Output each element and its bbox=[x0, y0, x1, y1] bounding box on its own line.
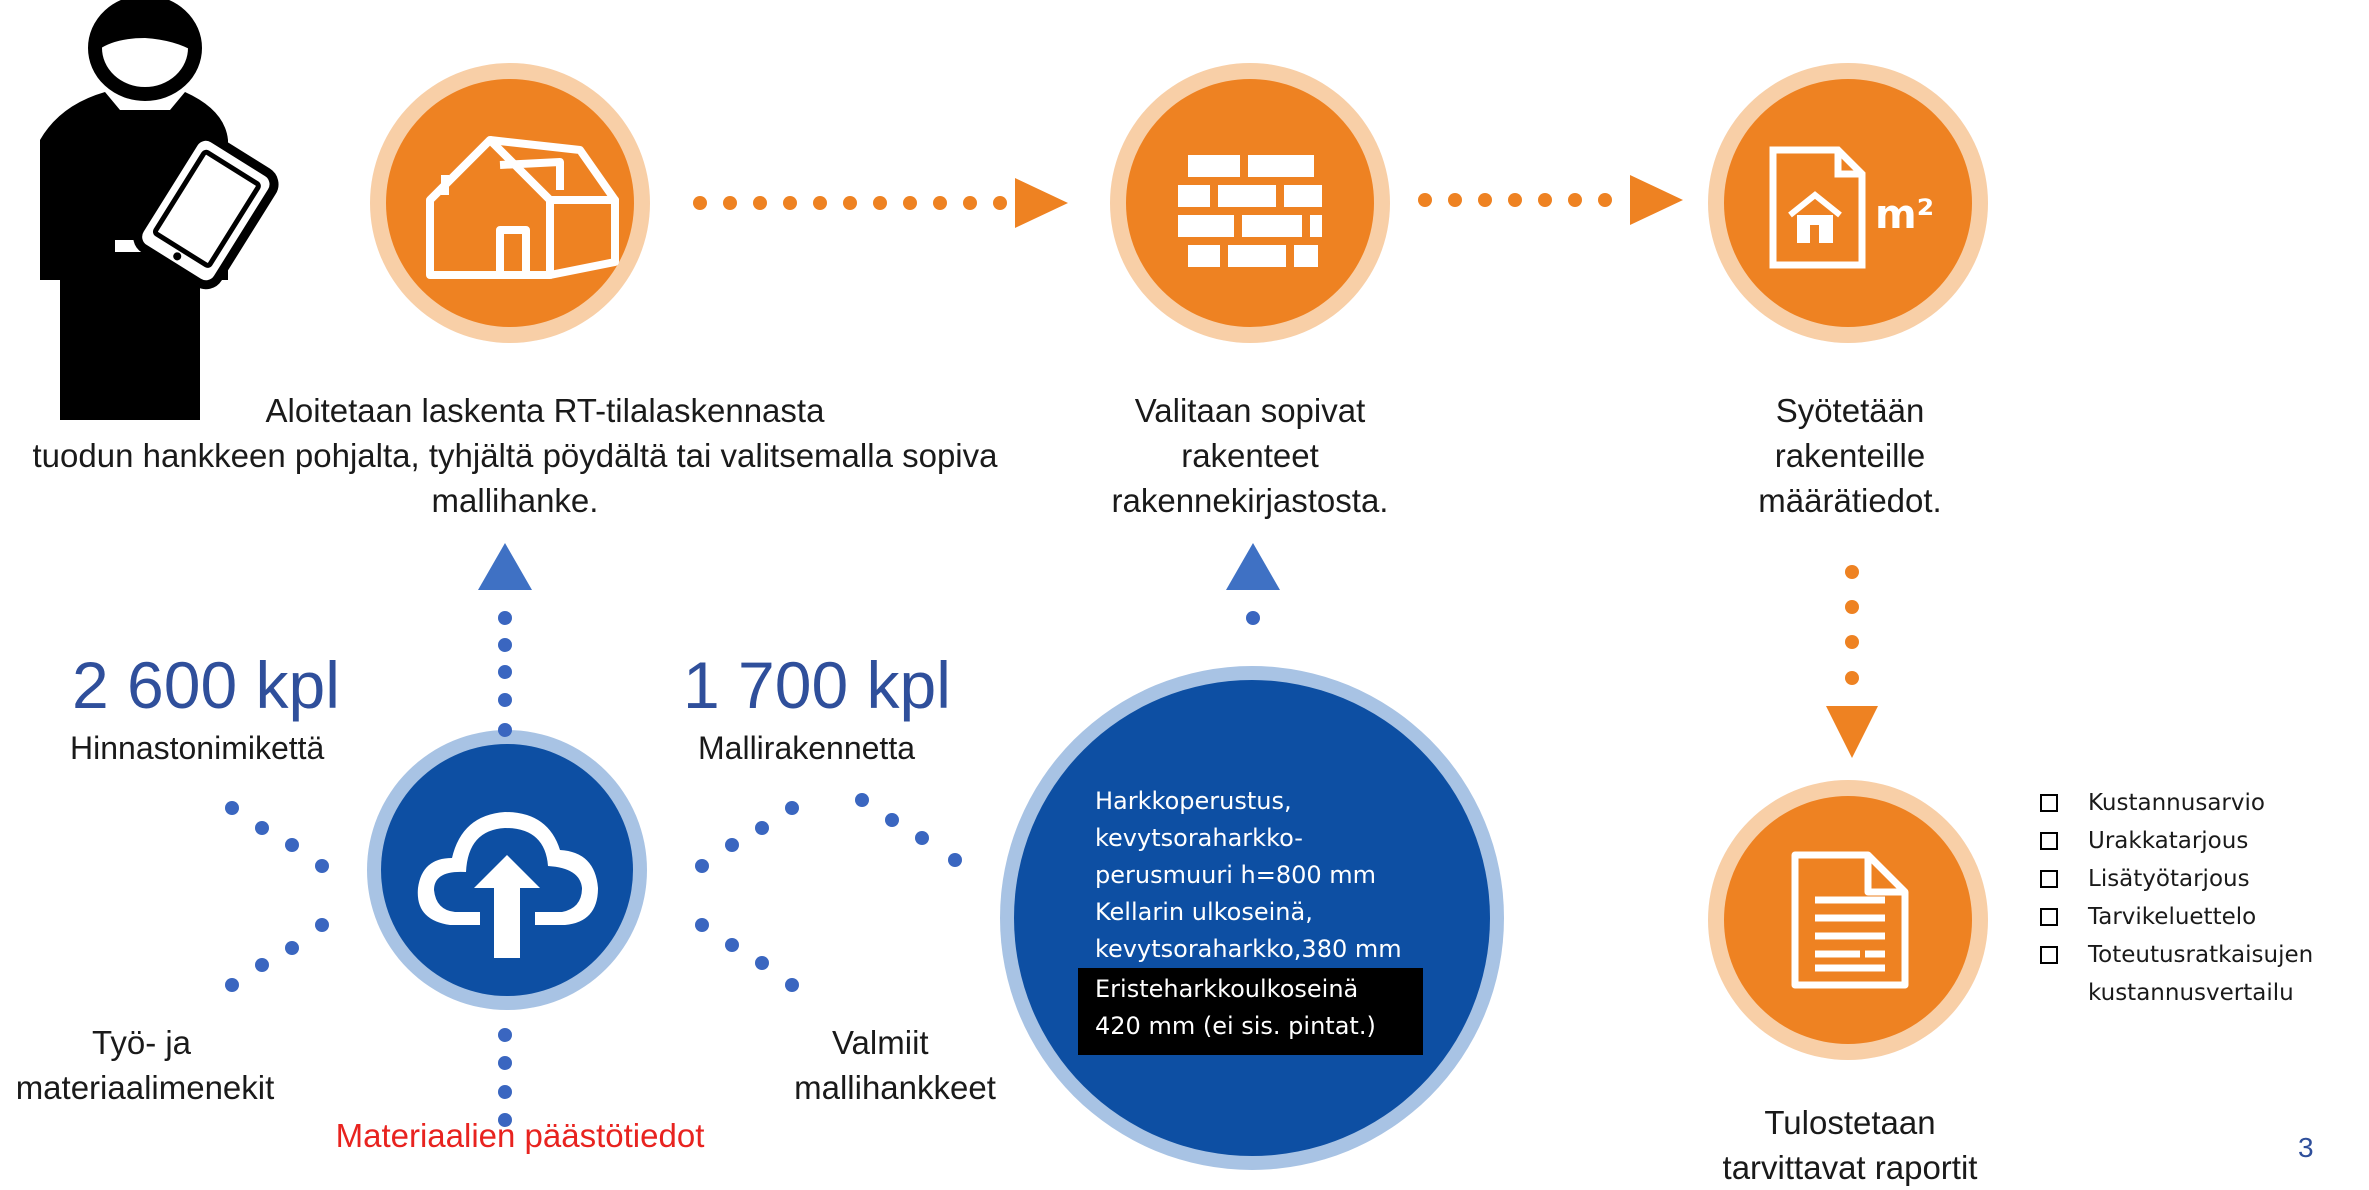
report-item-label: Toteutusratkaisujen bbox=[2088, 942, 2314, 968]
hub-bottom-label: Materiaalien päästötiedot bbox=[335, 1117, 705, 1154]
checkbox-icon bbox=[2040, 908, 2058, 926]
step4-report-circle bbox=[1708, 780, 1988, 1060]
structure-highlight-box bbox=[1078, 968, 1423, 1055]
step1-line-2: tuodun hankkeen pohjalta, tyhjältä pöydä… bbox=[32, 437, 998, 474]
hub-left-line-2: materiaalimenekit bbox=[15, 1069, 275, 1106]
step3-line-3: määrätiedot. bbox=[1758, 482, 1942, 519]
svg-text:m²: m² bbox=[1875, 192, 1934, 238]
step4-line-2: tarvittavat raportit bbox=[1722, 1149, 1978, 1186]
hub-spokes bbox=[225, 793, 962, 1127]
step2-line-2: rakenteet bbox=[1181, 437, 1319, 474]
area-document-icon: m² bbox=[1769, 146, 1934, 269]
checkbox-icon bbox=[2040, 832, 2058, 850]
step1-label: Aloitetaan laskenta RT-tilalaskennasta t… bbox=[0, 388, 1030, 523]
step2-line-1: Valitaan sopivat bbox=[1134, 392, 1366, 429]
arrow-step2-to-step3 bbox=[1418, 175, 1683, 225]
structure-highlight-line-2: 420 mm (ei sis. pintat.) bbox=[1095, 1012, 1376, 1040]
step1-line-1: Aloitetaan laskenta RT-tilalaskennasta bbox=[265, 392, 825, 429]
step3-area-circle: m² bbox=[1708, 63, 1988, 343]
stat1-label: Hinnastonimikettä bbox=[70, 730, 325, 766]
structure-highlight-text: Eristeharkkoulkoseinä 420 mm (ei sis. pi… bbox=[1095, 971, 1376, 1045]
house-icon bbox=[426, 136, 619, 279]
report-item-label: Urakkatarjous bbox=[2088, 828, 2249, 854]
step3-line-2: rakenteille bbox=[1774, 437, 1926, 474]
cloud-hub-circle bbox=[367, 730, 647, 1010]
report-item: Urakkatarjous bbox=[2040, 822, 2313, 860]
structure-highlight-line-1: Eristeharkkoulkoseinä bbox=[1095, 975, 1359, 1003]
report-item: Toteutusratkaisujen bbox=[2040, 936, 2313, 974]
hub-right-line-1: Valmiit bbox=[832, 1024, 929, 1061]
report-item-label: Kustannusarvio bbox=[2088, 790, 2265, 816]
step4-label: Tulostetaan tarvittavat raportit bbox=[1680, 1100, 2020, 1190]
checkbox-icon bbox=[2040, 794, 2058, 812]
structure-examples: Harkkoperustus, kevytsoraharkko- perusmu… bbox=[1095, 783, 1402, 968]
page-number: 3 bbox=[2298, 1132, 2314, 1163]
report-item-label: Lisätyötarjous bbox=[2088, 866, 2250, 892]
arrow-hub-to-step1 bbox=[478, 543, 532, 737]
structure-line-5: kevytsoraharkko,380 mm bbox=[1095, 935, 1402, 963]
report-document-icon bbox=[1791, 851, 1909, 989]
step4-line-1: Tulostetaan bbox=[1764, 1104, 1936, 1141]
cloud-upload-icon bbox=[417, 812, 598, 958]
report-item: Tarvikeluettelo bbox=[2040, 898, 2313, 936]
hub-left-label: Työ- ja materiaalimenekit bbox=[0, 1020, 290, 1110]
hub-right-line-2: mallihankkeet bbox=[794, 1069, 996, 1106]
arrow-structures-to-step2 bbox=[1226, 543, 1280, 625]
hub-left-line-1: Työ- ja bbox=[92, 1024, 192, 1061]
report-item-label: Tarvikeluettelo bbox=[2088, 904, 2257, 930]
report-item: Lisätyötarjous bbox=[2040, 860, 2313, 898]
brick-wall-icon bbox=[1178, 155, 1322, 267]
report-item-continuation: kustannusvertailu bbox=[2040, 974, 2313, 1012]
structure-line-2: kevytsoraharkko- bbox=[1095, 824, 1303, 852]
step3-label: Syötetään rakenteille määrätiedot. bbox=[1700, 388, 2000, 523]
step3-line-1: Syötetään bbox=[1775, 392, 1925, 429]
arrow-step1-to-step2 bbox=[693, 178, 1068, 228]
checkbox-icon bbox=[2040, 870, 2058, 888]
checkbox-icon bbox=[2040, 946, 2058, 964]
hub-right-label: Valmiit mallihankkeet bbox=[780, 1020, 1010, 1110]
step2-label: Valitaan sopivat rakenteet rakennekirjas… bbox=[1080, 388, 1420, 523]
stat1-value: 2 600 kpl bbox=[72, 648, 340, 722]
step2-wall-circle bbox=[1110, 63, 1390, 343]
step1-house-circle bbox=[370, 63, 650, 343]
structure-line-3: perusmuuri h=800 mm bbox=[1095, 861, 1377, 889]
report-item-label: kustannusvertailu bbox=[2088, 980, 2294, 1006]
stat2-value: 1 700 kpl bbox=[683, 648, 951, 722]
report-item: Kustannusarvio bbox=[2040, 784, 2313, 822]
structure-line-1: Harkkoperustus, bbox=[1095, 787, 1292, 815]
report-checklist: Kustannusarvio Urakkatarjous Lisätyötarj… bbox=[2040, 784, 2313, 1012]
stat2-label: Mallirakennetta bbox=[698, 730, 915, 766]
structure-line-4: Kellarin ulkoseinä, bbox=[1095, 898, 1313, 926]
step1-line-3: mallihanke. bbox=[431, 482, 599, 519]
person-with-tablet-icon bbox=[40, 0, 279, 420]
step2-line-3: rakennekirjastosta. bbox=[1111, 482, 1389, 519]
arrow-step3-to-step4 bbox=[1826, 565, 1878, 758]
